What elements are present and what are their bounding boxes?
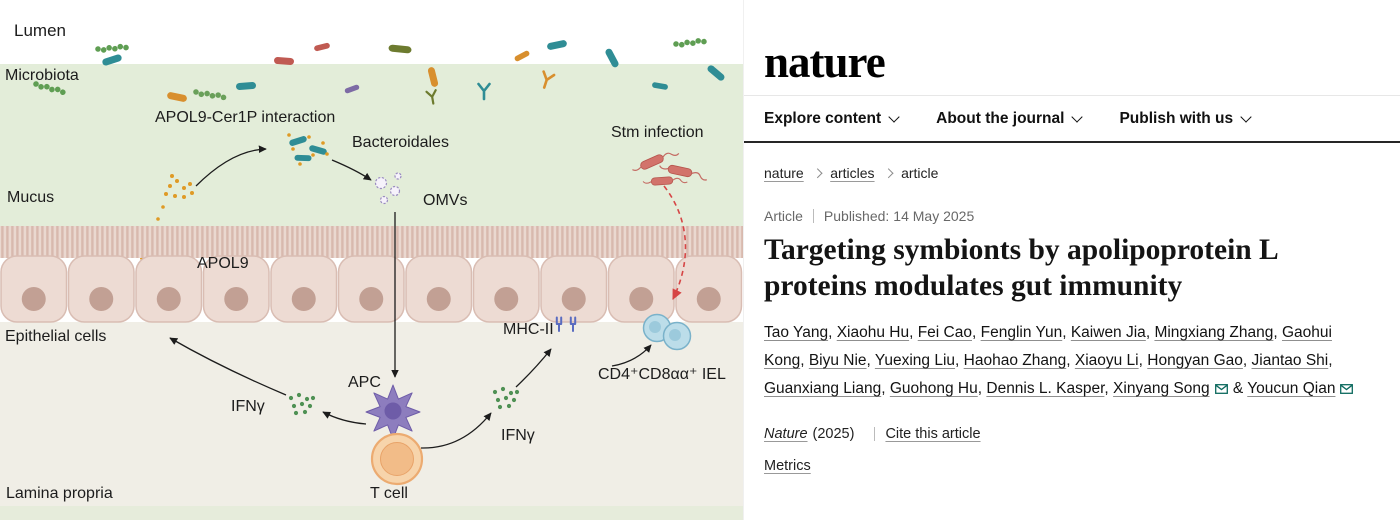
ifng-dots-right (492, 386, 520, 410)
author-link[interactable]: Fenglin Yun (980, 323, 1063, 341)
label-mhc-ii: MHC-II (503, 321, 554, 338)
author-separator: , (800, 351, 809, 369)
citation-year: (2025) (812, 425, 855, 442)
author-link[interactable]: Haohao Zhang (963, 351, 1067, 369)
author-separator: & (1228, 379, 1248, 397)
label-cd4-cd8-iel: CD4⁺CD8αα⁺ IEL (598, 366, 726, 383)
breadcrumb-link-nature[interactable]: nature (764, 165, 804, 181)
chevron-down-icon (1071, 110, 1084, 123)
journal-name-link[interactable]: Nature (764, 425, 808, 442)
omv-vesicles (374, 172, 402, 205)
label-ifng-left: IFNγ (231, 398, 265, 415)
label-lamina-propria: Lamina propria (6, 485, 113, 502)
label-ifng-right: IFNγ (501, 427, 535, 444)
author-link[interactable]: Guanxiang Liang (764, 379, 882, 397)
nav-item-about-the-journal[interactable]: About the journal (936, 109, 1084, 128)
author-link[interactable]: Gaohui Kong (764, 323, 1332, 369)
citation-divider (874, 426, 876, 441)
label-mucus: Mucus (7, 189, 55, 206)
author-link[interactable]: Youcun Qian (1247, 379, 1336, 397)
chevron-right-icon (883, 168, 893, 178)
chevron-right-icon (812, 168, 822, 178)
author-link[interactable]: Xinyang Song (1113, 379, 1210, 397)
nav-item-publish-with-us[interactable]: Publish with us (1119, 109, 1252, 128)
label-apol9-cer1p: APOL9-Cer1P interaction (155, 109, 336, 126)
t-cell (370, 432, 424, 486)
author-separator: , (828, 323, 837, 341)
author-separator: , (1328, 351, 1333, 369)
author-link[interactable]: Biyu Nie (808, 351, 867, 369)
label-microbiota: Microbiota (5, 67, 79, 84)
pathway-arrows (169, 145, 652, 449)
author-link[interactable]: Xiaoyu Li (1074, 351, 1139, 369)
ifng-dots-left (288, 392, 316, 416)
author-separator: , (909, 323, 918, 341)
nature-logo[interactable]: nature (764, 37, 886, 87)
article-content: nature articles article Article Published:… (744, 143, 1400, 474)
email-envelope-icon[interactable] (1214, 376, 1228, 404)
chevron-down-icon (1240, 110, 1252, 123)
label-stm-infection: Stm infection (611, 124, 704, 141)
epithelial-nuclei (21, 287, 721, 311)
label-t-cell: T cell (370, 485, 408, 502)
author-separator: , (1066, 351, 1075, 369)
author-link[interactable]: Jiantao Shi (1251, 351, 1329, 369)
brush-border (0, 226, 743, 258)
author-link[interactable]: Mingxiang Zhang (1154, 323, 1274, 341)
published-label: Published: (823, 208, 890, 224)
label-lumen: Lumen (14, 21, 66, 40)
author-separator: , (1273, 323, 1282, 341)
author-separator: , (1104, 379, 1114, 397)
citation-row: Nature (2025) Cite this article (764, 426, 1370, 442)
author-separator: , (1138, 351, 1148, 369)
nav-item-label: About the journal (936, 109, 1065, 127)
breadcrumb: nature articles article (764, 165, 1370, 181)
meta-divider (812, 209, 814, 223)
label-epithelial-cells: Epithelial cells (5, 328, 107, 345)
author-link[interactable]: Hongyan Gao (1147, 351, 1243, 369)
cite-this-article-link[interactable]: Cite this article (885, 425, 981, 442)
author-link[interactable]: Fei Cao (917, 323, 972, 341)
author-separator: , (881, 379, 890, 397)
author-separator: , (866, 351, 875, 369)
label-apol9: APOL9 (197, 255, 249, 272)
author-separator: , (1062, 323, 1071, 341)
author-separator: , (1242, 351, 1252, 369)
metrics-row: Metrics (764, 458, 1370, 474)
nav-item-label: Publish with us (1119, 109, 1234, 127)
journal-navbar: Explore content About the journal Publish … (744, 96, 1400, 143)
author-separator: , (955, 351, 964, 369)
author-separator: , (977, 379, 987, 397)
published-date: 14 May 2025 (893, 208, 975, 224)
apc-cell (365, 384, 421, 440)
article-meta: Article Published: 14 May 2025 (764, 208, 1370, 224)
breadcrumb-link-articles[interactable]: articles (830, 165, 875, 181)
article-type-label: Article (764, 208, 803, 224)
gut-immunity-diagram (0, 36, 743, 520)
author-link[interactable]: Guohong Hu (889, 379, 978, 397)
author-link[interactable]: Kaiwen Jia (1070, 323, 1146, 341)
label-omvs: OMVs (423, 192, 468, 209)
nav-item-explore-content[interactable]: Explore content (764, 109, 900, 128)
nav-item-label: Explore content (764, 109, 882, 127)
author-link[interactable]: Yuexing Liu (874, 351, 956, 369)
iel-cells (642, 313, 692, 351)
label-bacteroidales: Bacteroidales (352, 134, 449, 151)
label-apc: APC (348, 374, 381, 391)
chevron-down-icon (888, 110, 900, 123)
author-list: Tao Yang, Xiaohu Hu, Fei Cao, Fenglin Yu… (764, 319, 1370, 404)
author-link[interactable]: Xiaohu Hu (836, 323, 910, 341)
article-title: Targeting symbionts by apolipoprotein L … (764, 234, 1278, 302)
author-link[interactable]: Dennis L. Kasper (986, 379, 1105, 397)
email-envelope-icon[interactable] (1340, 376, 1354, 404)
metrics-link[interactable]: Metrics (764, 457, 811, 474)
journal-masthead: nature (744, 0, 1400, 96)
author-link[interactable]: Tao Yang (764, 323, 829, 341)
author-separator: , (972, 323, 981, 341)
article-figure: Lumen Microbiota APOL9-Cer1P interaction… (0, 21, 743, 520)
breadcrumb-current: article (901, 165, 939, 181)
author-separator: , (1145, 323, 1155, 341)
bacteroidales-cluster (287, 133, 329, 166)
